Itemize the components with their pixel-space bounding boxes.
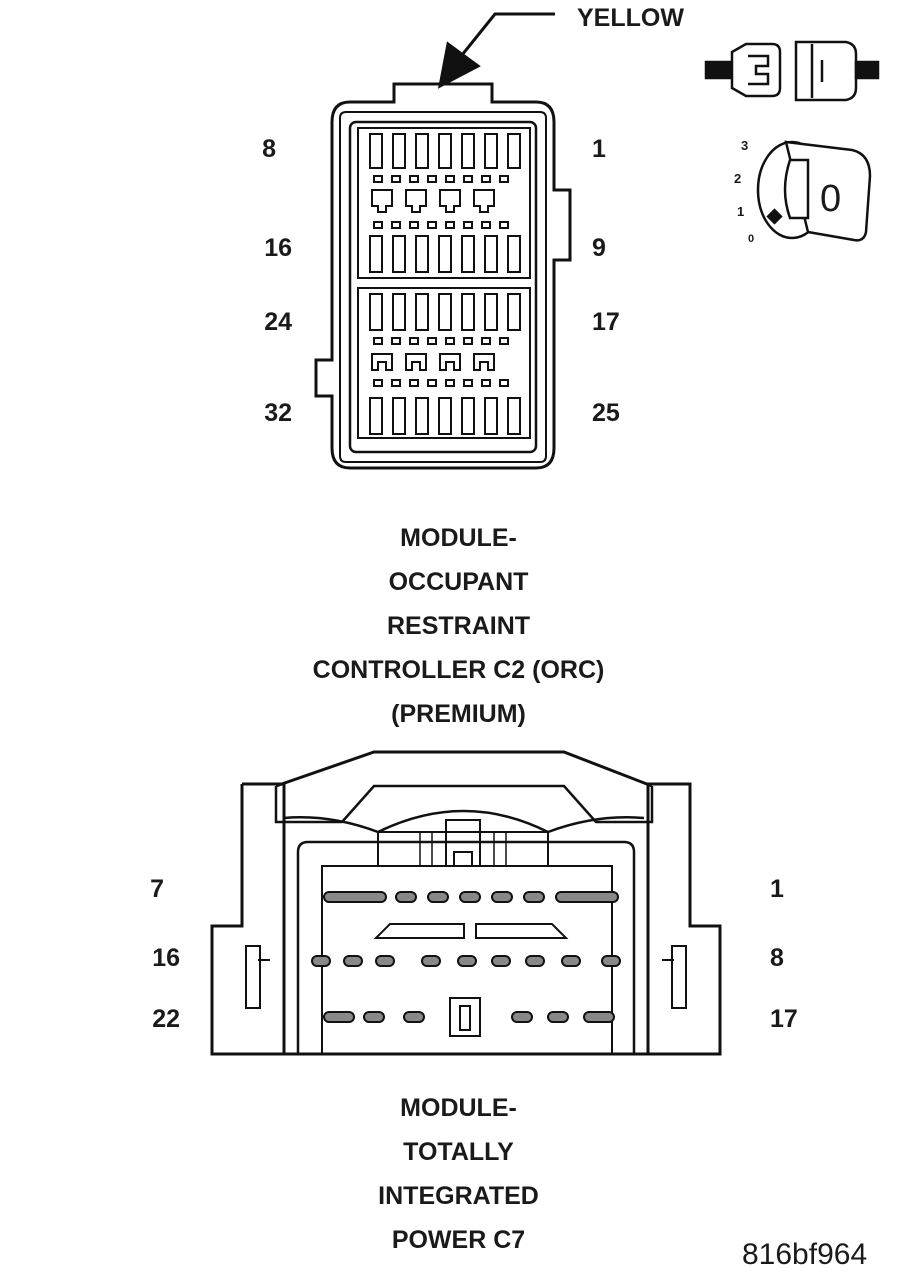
lock-position-0: 0 xyxy=(748,233,755,245)
c2-pin-label-32: 32 xyxy=(264,399,292,427)
c7-caption-line: MODULE- xyxy=(400,1094,517,1122)
lock-key-letter: 0 xyxy=(820,178,842,220)
c2-connector-housing xyxy=(314,82,572,470)
c2-pin-label-24: 24 xyxy=(264,308,292,336)
c2-caption-line: CONTROLLER C2 (ORC) xyxy=(312,656,605,684)
connector-mating-icon xyxy=(704,40,880,102)
yellow-callout-arrow xyxy=(437,12,555,89)
c2-caption: MODULE- OCCUPANT RESTRAINT CONTROLLER C2… xyxy=(0,516,917,736)
c2-pin-label-25: 25 xyxy=(592,399,620,427)
c7-caption-line: POWER C7 xyxy=(391,1226,526,1254)
c2-pin-label-8: 8 xyxy=(262,135,276,163)
ignition-lock-icon xyxy=(756,140,872,242)
c2-pin-label-1: 1 xyxy=(592,135,606,163)
c2-caption-line: RESTRAINT xyxy=(386,612,531,640)
c2-caption-line: MODULE- xyxy=(400,524,517,552)
c2-pin-slots xyxy=(369,133,521,435)
c2-caption-line: (PREMIUM) xyxy=(391,700,526,728)
c2-pin-label-17: 17 xyxy=(592,308,620,336)
c2-caption-line: OCCUPANT xyxy=(388,568,529,596)
c2-pin-label-9: 9 xyxy=(592,234,606,262)
lock-position-2: 2 xyxy=(734,171,742,186)
yellow-color-label: YELLOW xyxy=(577,4,684,32)
c7-caption-line: TOTALLY xyxy=(403,1138,514,1166)
lock-position-3: 3 xyxy=(741,138,749,153)
c7-pin-slots xyxy=(311,891,621,1037)
c7-caption-line: INTEGRATED xyxy=(378,1182,539,1210)
c2-pin-label-16: 16 xyxy=(264,234,292,262)
c7-pin-label-7: 7 xyxy=(150,875,164,903)
c7-caption: MODULE- TOTALLY INTEGRATED POWER C7 xyxy=(0,1086,917,1262)
c7-pin-label-22: 22 xyxy=(152,1005,180,1033)
c7-pin-label-16: 16 xyxy=(152,944,180,972)
c7-pin-label-1: 1 xyxy=(770,875,784,903)
figure-id: 816bf964 xyxy=(742,1238,868,1271)
c7-pin-label-17: 17 xyxy=(770,1005,798,1033)
lock-position-1: 1 xyxy=(737,204,745,219)
c7-pin-label-8: 8 xyxy=(770,944,784,972)
